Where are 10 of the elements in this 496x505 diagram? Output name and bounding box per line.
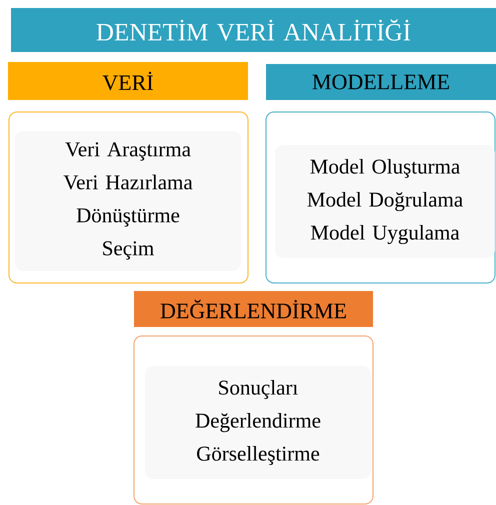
content-panel: Model Oluşturma Model Doğrulama Model Uygulama: [275, 145, 495, 258]
section-box: [266, 112, 496, 284]
content-panel: Sonuçları Değerlendirme Görselleştirme: [145, 366, 371, 479]
content-panel: Veri Araştırma Veri Hazırlama Dönüştürme Seçim: [15, 131, 241, 271]
section-header: MODELLEME: [266, 64, 496, 100]
section-box: [134, 336, 374, 504]
section-header: DEĞERLENDİRME: [134, 291, 373, 327]
section-box: [8, 112, 248, 284]
section-header: VERİ: [8, 62, 248, 100]
title-banner: DENETİM VERİ ANALİTİĞİ: [11, 8, 496, 52]
